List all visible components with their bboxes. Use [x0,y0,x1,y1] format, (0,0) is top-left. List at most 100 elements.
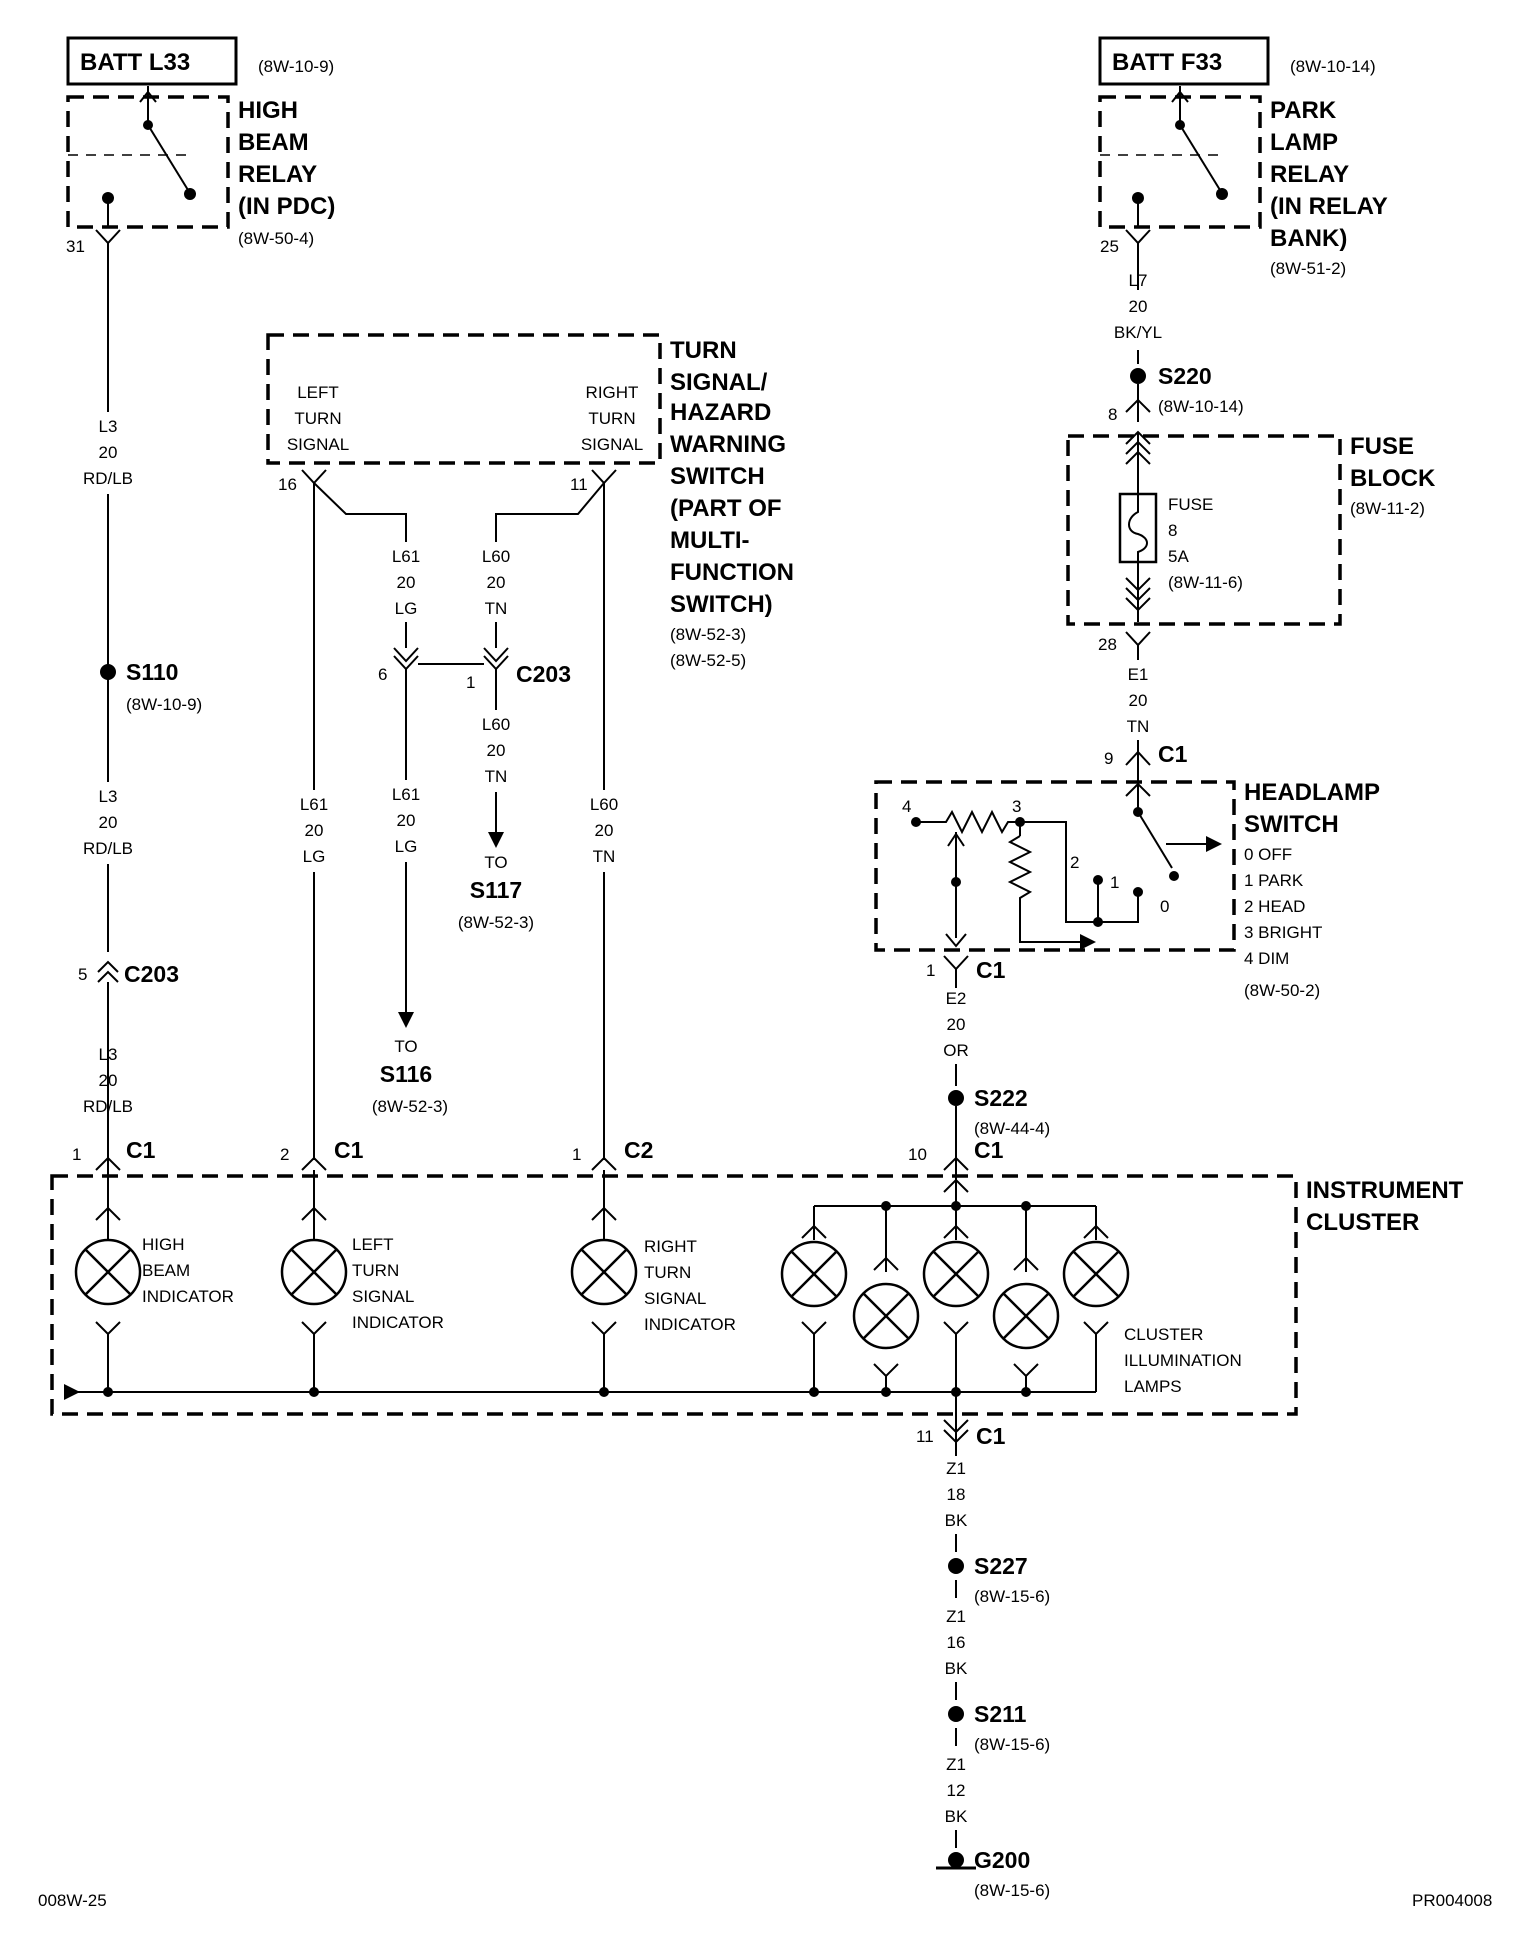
park-lamp-relay [1098,86,1262,245]
svg-text:20: 20 [305,821,324,840]
svg-text:SIGNAL: SIGNAL [581,435,643,454]
svg-text:SIGNAL: SIGNAL [644,1289,706,1308]
svg-text:1: 1 [72,1145,81,1164]
svg-text:LG: LG [303,847,326,866]
wire-e2-label: E2 20 OR [943,989,969,1060]
instrument-cluster [50,1174,1298,1416]
cluster-connector-high-beam: 1 C1 [72,1137,156,1171]
wire-e1-label: E1 20 TN [1127,665,1150,736]
svg-text:HAZARD: HAZARD [670,399,771,426]
svg-text:0: 0 [1160,897,1169,916]
cluster-ground-pin: 11 [916,1427,934,1446]
svg-text:TURN: TURN [644,1263,691,1282]
svg-text:TO: TO [394,1037,417,1056]
svg-text:16: 16 [947,1633,966,1652]
svg-text:1: 1 [572,1145,581,1164]
svg-text:MULTI-: MULTI- [670,527,750,554]
park-lamp-relay-title: PARK LAMP RELAY (IN RELAY BANK) (8W-51-2… [1270,97,1388,278]
svg-text:(8W-50-2): (8W-50-2) [1244,981,1320,1000]
to-s117: TO S117 (8W-52-3) [458,853,534,932]
headlamp-switch: 4 3 2 1 0 [874,780,1236,952]
cluster-connector-illumination: 10 C1 [908,1137,1004,1171]
svg-text:TO: TO [484,853,507,872]
svg-text:S117: S117 [470,877,522,903]
svg-text:WARNING: WARNING [670,431,786,458]
svg-text:Z1: Z1 [946,1459,966,1478]
svg-text:TURN: TURN [670,337,737,364]
footer-right-code: PR004008 [1412,1891,1492,1910]
svg-text:L60: L60 [482,715,510,734]
wire-l61-left-label: L61 20 LG [300,795,328,866]
splice-s211 [948,1706,964,1722]
turn-switch-pin-11: 11 [570,475,588,494]
s220-pin-8: 8 [1108,405,1117,424]
headlamp-pin-1: 1 [926,961,935,980]
svg-text:LG: LG [395,599,418,618]
wire-l3-label-b: L3 20 RD/LB [83,787,133,858]
svg-text:20: 20 [1129,297,1148,316]
svg-text:(PART OF: (PART OF [670,495,782,522]
svg-text:FUNCTION: FUNCTION [670,559,794,586]
svg-text:SIGNAL/: SIGNAL/ [670,369,768,396]
svg-text:20: 20 [397,811,416,830]
c203-mid-connector [393,647,509,671]
s211-label: S211 [974,1701,1027,1727]
svg-text:Z1: Z1 [946,1607,966,1626]
svg-text:8: 8 [1168,521,1177,540]
s227-label: S227 [974,1553,1028,1579]
svg-text:L3: L3 [99,787,118,806]
svg-text:C1: C1 [334,1137,364,1163]
splice-s110 [100,664,116,680]
svg-text:20: 20 [595,821,614,840]
svg-text:SWITCH: SWITCH [1244,811,1339,838]
wire-l7-label: L7 20 BK/YL [1114,271,1162,342]
svg-text:TN: TN [1127,717,1150,736]
batt-l33-label: BATT L33 [80,49,190,76]
svg-text:(8W-11-6): (8W-11-6) [1168,573,1243,592]
svg-text:L61: L61 [392,547,420,566]
svg-text:0 OFF: 0 OFF [1244,845,1292,864]
wire-l60-mid-label: L60 20 TN [482,715,510,786]
cluster-illumination-lamp-1 [780,1224,848,1308]
wire-z1-16-label: Z1 16 BK [945,1607,968,1678]
s211-ref: (8W-15-6) [974,1735,1050,1754]
turn-signal-switch: LEFT TURN SIGNAL RIGHT TURN SIGNAL [266,333,662,465]
svg-text:INDICATOR: INDICATOR [644,1315,736,1334]
ground-g200-icon [936,1852,976,1870]
svg-text:20: 20 [99,813,118,832]
batt-l33-box: BATT L33 [66,36,238,86]
wire-l61-top-label: L61 20 LG [392,547,420,618]
instrument-cluster-title: INSTRUMENT CLUSTER [1306,1177,1464,1236]
svg-text:OR: OR [943,1041,969,1060]
cluster-ground-conn: C1 [976,1423,1006,1449]
wire-l60-top-label: L60 20 TN [482,547,510,618]
cluster-illumination-label: CLUSTER ILLUMINATION LAMPS [1124,1325,1242,1396]
batt-f33-box: BATT F33 [1098,36,1270,86]
svg-text:L60: L60 [482,547,510,566]
svg-text:BEAM: BEAM [142,1261,190,1280]
svg-text:BK: BK [945,1659,968,1678]
cluster-connector-left-turn: 2 C1 [280,1137,364,1171]
batt-l33-ref: (8W-10-9) [258,57,334,76]
svg-text:(8W-52-3): (8W-52-3) [670,625,746,644]
svg-text:CLUSTER: CLUSTER [1306,1209,1419,1236]
svg-text:LEFT: LEFT [352,1235,394,1254]
high-beam-relay [66,86,230,245]
svg-text:HIGH: HIGH [142,1235,185,1254]
svg-text:1 PARK: 1 PARK [1244,871,1304,890]
cluster-illumination-lamp-5 [1062,1224,1130,1308]
s110-ref: (8W-10-9) [126,695,202,714]
svg-text:4: 4 [902,797,911,816]
svg-text:CLUSTER: CLUSTER [1124,1325,1203,1344]
svg-text:HIGH: HIGH [238,97,298,124]
svg-text:E2: E2 [946,989,967,1008]
relay-pin-31: 31 [66,237,85,256]
left-turn-indicator-lamp [280,1238,348,1306]
svg-text:(8W-52-3): (8W-52-3) [458,913,534,932]
svg-text:20: 20 [1129,691,1148,710]
svg-text:1: 1 [1110,873,1119,892]
turn-switch-pin-16: 16 [278,475,297,494]
svg-text:2: 2 [280,1145,289,1164]
wire-l3-label-a: L3 20 RD/LB [83,417,133,488]
